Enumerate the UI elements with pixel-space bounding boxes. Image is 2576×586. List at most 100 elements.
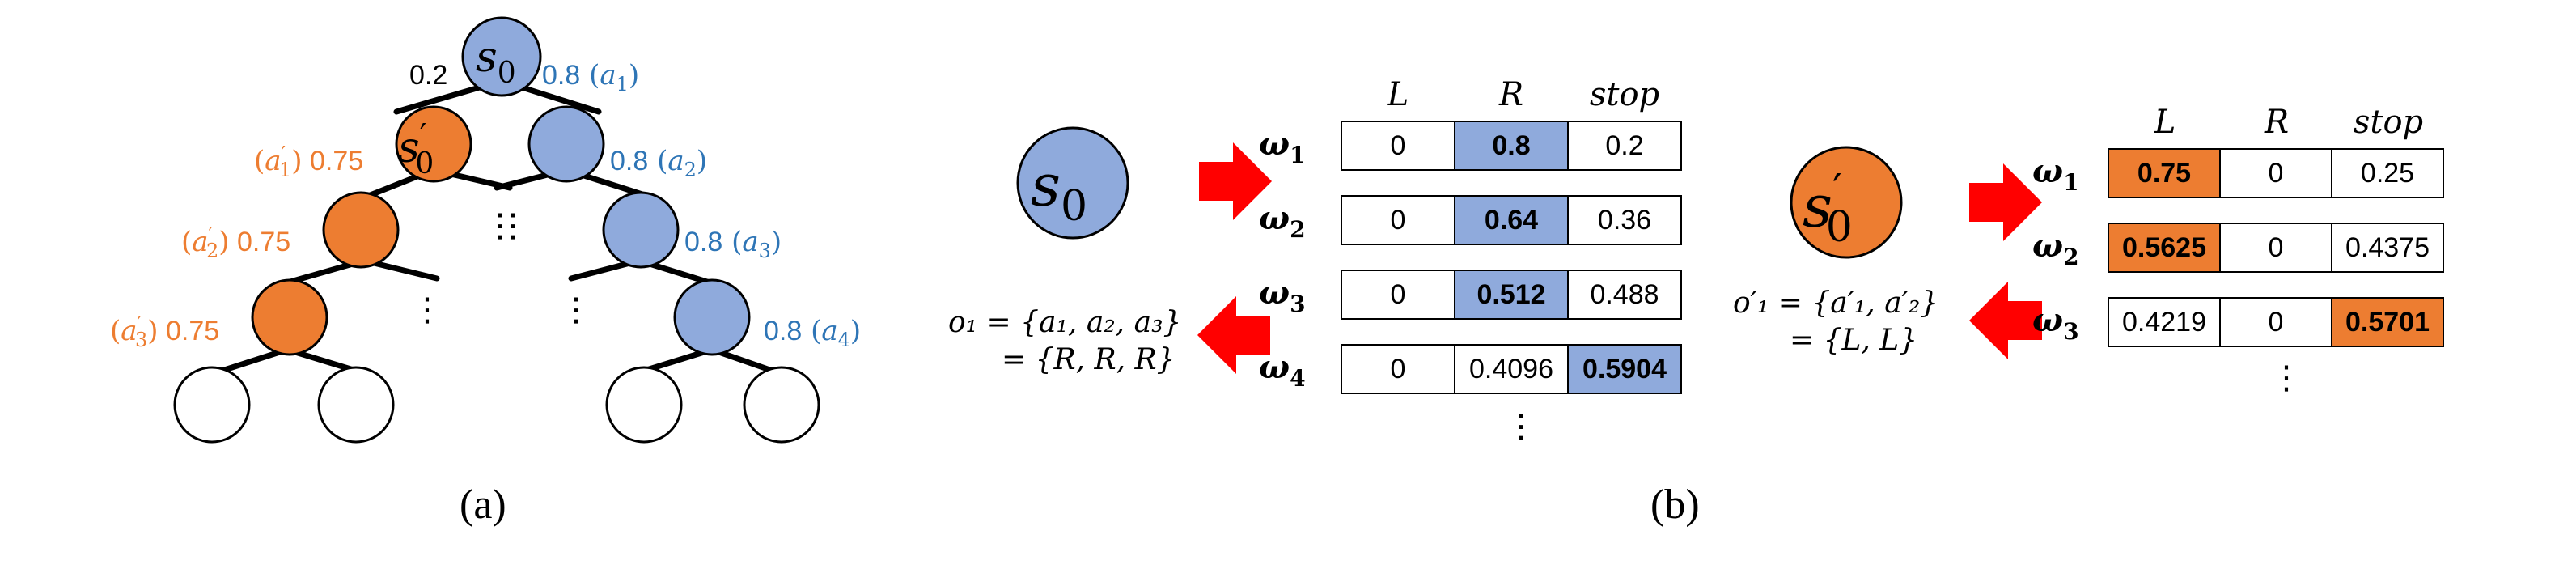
- table-right-cell: [2219, 148, 2332, 198]
- table-left-cell: [1454, 195, 1569, 245]
- table-right-cell: [2331, 297, 2444, 347]
- table-right-cell-value: 0.25: [2361, 158, 2414, 189]
- root-node: [461, 16, 542, 97]
- blue-node-level2: [602, 191, 680, 269]
- table-right-cell-value: 0: [2269, 158, 2284, 189]
- table-right-cell: [2331, 148, 2444, 198]
- table-right-cell-value: 0: [2269, 307, 2284, 338]
- table-right-row: ω1 0.75 0 0.25: [2032, 148, 2444, 198]
- orange-label-3: (a′3) 0.75: [110, 312, 219, 351]
- table-left-omega-label: ω1: [1259, 125, 1306, 168]
- table-right-omega-label: ω2: [2032, 227, 2079, 270]
- table-left-dots: ⋮: [1505, 408, 1537, 445]
- caption-b: (b): [1650, 482, 1700, 528]
- root-label: s0: [476, 33, 516, 90]
- table-right-header: stop: [2354, 104, 2423, 141]
- table-right-cell: [2219, 223, 2332, 273]
- root-right-prob: 0.8 (a1): [542, 59, 639, 96]
- table-right-cell-value: 0.4375: [2345, 232, 2430, 263]
- blue-label-2: 0.8 (a3): [684, 226, 782, 262]
- tree-dots: ⋮: [497, 207, 529, 244]
- blue-node-level3: [673, 278, 751, 356]
- tree-dots: ⋮: [411, 291, 443, 329]
- table-right-cell-value: 0.5625: [2122, 232, 2206, 263]
- table-left-cell: [1454, 270, 1569, 320]
- table-left-omega-label: ω3: [1259, 274, 1306, 317]
- arrow-left-icon: [1969, 282, 2042, 359]
- arrow-right-icon: [1969, 163, 2042, 241]
- table-left-cell-value: 0.512: [1477, 279, 1545, 310]
- table-left-row: ω2 0 0.64 0.36: [1259, 195, 1682, 245]
- table-left-cell: [1454, 121, 1569, 171]
- blue-node-level1: [527, 105, 605, 183]
- table-right-headers: L R stop: [2154, 104, 2423, 141]
- option-right-line2: = {L, L}: [1790, 324, 1917, 357]
- table-left-cell: [1567, 195, 1682, 245]
- orange-node-level3: [251, 278, 328, 356]
- table-right-row: ω2 0.5625 0 0.4375: [2032, 223, 2444, 273]
- s0prime-label: s′0: [398, 117, 434, 180]
- table-left-cell-value: 0.64: [1485, 205, 1538, 236]
- table-right-cell: [2108, 223, 2221, 273]
- table-right-header: L: [2154, 104, 2176, 141]
- leaf-node: [743, 366, 820, 444]
- table-left-row: ω3 0 0.512 0.488: [1259, 270, 1682, 320]
- table-right-dots: ⋮: [2270, 359, 2303, 397]
- table-left-cell-value: 0.8: [1492, 130, 1530, 161]
- table-left-cell-value: 0.36: [1598, 205, 1651, 236]
- arrow-left-icon: [1197, 296, 1270, 374]
- arrow-right-icon: [1199, 142, 1272, 220]
- orange-label-2: (a′2) 0.75: [181, 223, 290, 262]
- leaf-node: [317, 366, 395, 444]
- s0-state-node: [1016, 126, 1129, 240]
- orange-label-1: (a′1) 0.75: [254, 142, 363, 181]
- table-left-cell-value: 0.4096: [1469, 354, 1553, 384]
- table-left-cell-value: 0.5904: [1582, 354, 1667, 384]
- panel-a-tree: s0 0.2 0.8 (a1) s′0 (a′1) 0.75 (a′2) 0.7…: [110, 16, 861, 528]
- table-left-cell-value: 0: [1391, 130, 1406, 161]
- s0prime-state-label: s′0: [1803, 166, 1853, 252]
- table-left-cell: [1341, 344, 1455, 394]
- table-left-cell: [1567, 270, 1682, 320]
- table-right-header: R: [2264, 104, 2289, 141]
- table-left-omega-label: ω2: [1259, 199, 1306, 243]
- table-left-row: ω1 0 0.8 0.2: [1259, 121, 1682, 171]
- table-left-cell: [1341, 270, 1455, 320]
- s0prime-state-node: [1790, 146, 1903, 259]
- table-left-header: stop: [1590, 76, 1659, 113]
- table-right-cell-value: 0.5701: [2345, 307, 2430, 338]
- blue-label-3: 0.8 (a4): [764, 315, 861, 351]
- table-left-cell: [1454, 344, 1569, 394]
- table-right-omega-label: ω3: [2032, 301, 2079, 345]
- tree-dots: ⋮: [484, 207, 516, 244]
- table-right-cell-value: 0: [2269, 232, 2284, 263]
- option-left-line2: = {R, R, R}: [1002, 343, 1176, 376]
- table-right-cell-value: 0.75: [2137, 158, 2191, 189]
- root-left-prob: 0.2: [409, 60, 447, 91]
- table-left-cell-value: 0: [1391, 205, 1406, 236]
- table-left-header: L: [1387, 76, 1409, 113]
- table-right-cell: [2331, 223, 2444, 273]
- tree-dots: ⋮: [560, 291, 592, 329]
- leaf-node: [173, 366, 251, 444]
- option-left-line1: o₁ = {a₁, a₂, a₃}: [948, 306, 1181, 339]
- table-left-cell-value: 0: [1391, 354, 1406, 384]
- panel-b-left: s0 o₁ = {a₁, a₂, a₃} = {R, R, R} L R sto…: [948, 76, 1700, 528]
- table-left-cell: [1567, 121, 1682, 171]
- option-right-line1: o′₁ = {a′₁, a′₂}: [1733, 287, 1938, 320]
- table-left-cell-value: 0: [1391, 279, 1406, 310]
- s0-state-label: s0: [1031, 151, 1087, 231]
- caption-a: (a): [460, 482, 506, 528]
- table-right-omega-label: ω1: [2032, 152, 2079, 196]
- blue-label-1: 0.8 (a2): [610, 145, 707, 181]
- table-left-headers: L R stop: [1387, 76, 1659, 113]
- s0prime-node: [395, 105, 472, 183]
- table-left-cell-value: 0.2: [1605, 130, 1643, 161]
- table-right-cell: [2219, 297, 2332, 347]
- table-left-cell: [1341, 121, 1455, 171]
- table-left-cell-value: 0.488: [1590, 279, 1659, 310]
- orange-node-level2: [322, 191, 400, 269]
